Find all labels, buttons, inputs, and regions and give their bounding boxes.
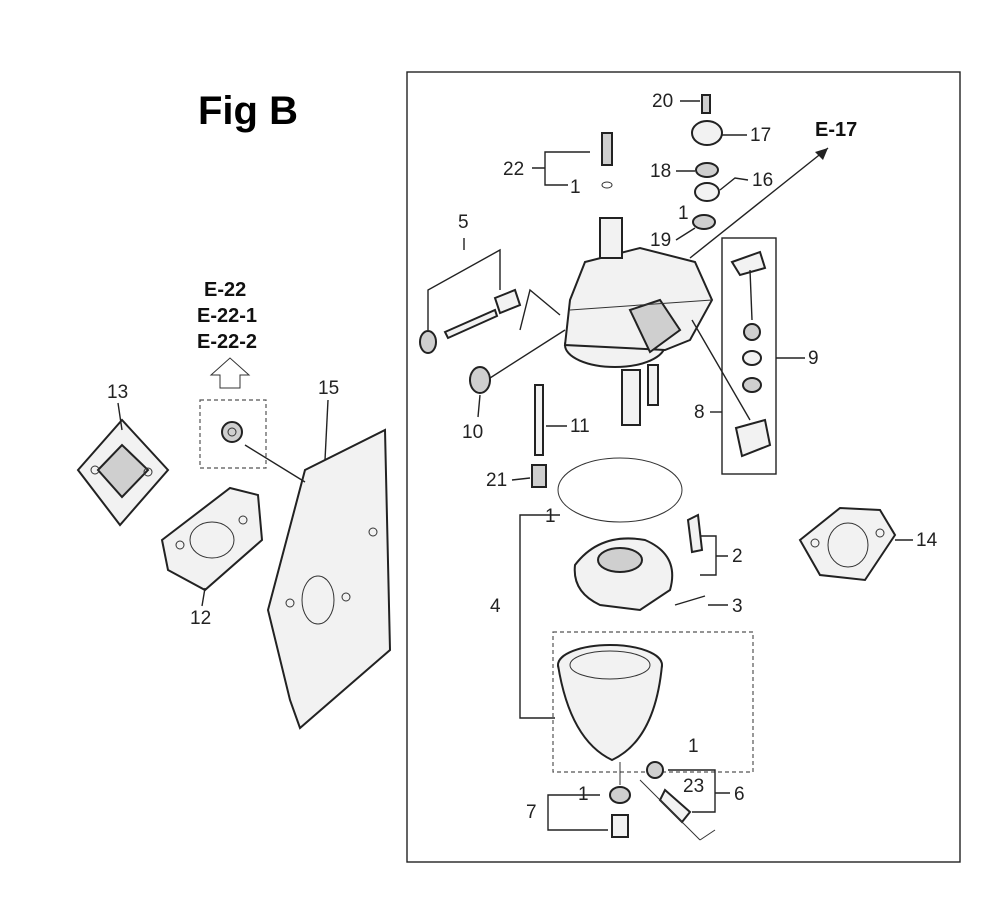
callout-16: 16 <box>752 170 773 191</box>
part-5-needle <box>419 288 522 354</box>
callout-18: 18 <box>650 161 671 182</box>
part-13-gasket <box>76 418 170 527</box>
callout-1d: 1 <box>688 736 699 757</box>
arrow-icon <box>815 148 828 160</box>
callout-11: 11 <box>570 416 590 437</box>
callout-20: 20 <box>652 91 673 112</box>
part-12-insulator <box>160 486 264 592</box>
callout-2: 2 <box>732 546 743 567</box>
part-21-spring <box>531 464 547 488</box>
callout-15: 15 <box>318 378 339 399</box>
figure-title: Fig B <box>198 89 298 133</box>
part-11-tube <box>534 384 544 456</box>
callout-22: 22 <box>503 159 524 180</box>
part-20-screw <box>701 94 711 114</box>
callout-7: 7 <box>526 802 537 823</box>
part-18-washer <box>695 162 719 178</box>
part-1-oring-bowl <box>557 457 683 523</box>
part-22-screw <box>601 132 613 189</box>
callout-23: 23 <box>683 776 704 797</box>
part-15-plate <box>266 428 392 730</box>
e22-ref-box <box>199 399 267 469</box>
callout-13: 13 <box>107 382 128 403</box>
callout-6: 6 <box>734 784 745 805</box>
callout-5: 5 <box>458 212 469 233</box>
ref-e22-1: E-22-1 <box>197 305 257 327</box>
carburetor-group-frame <box>406 71 961 863</box>
arrow-up-icon <box>209 357 251 389</box>
part-2-needle-valve <box>686 513 704 554</box>
callout-1c: 1 <box>545 506 556 527</box>
float-bowl <box>557 644 663 762</box>
part-23-bolt <box>646 761 692 824</box>
part-3-pin <box>674 595 706 606</box>
ref-e22-2: E-22-2 <box>197 331 257 353</box>
callout-1b: 1 <box>570 177 581 198</box>
bowl-group-frame <box>552 631 754 773</box>
screw-small-icon <box>221 421 243 443</box>
part-19-oring <box>692 214 716 230</box>
e17-arrow-line <box>689 147 829 259</box>
group-9-frame <box>721 237 777 475</box>
callout-4: 4 <box>490 596 501 617</box>
part-10-screw <box>469 329 566 394</box>
ref-e22: E-22 <box>204 279 246 301</box>
part-9-set <box>730 250 772 458</box>
callout-17: 17 <box>750 125 771 146</box>
part-14-gasket <box>798 506 897 582</box>
callout-21: 21 <box>486 470 507 491</box>
callout-8: 8 <box>694 402 705 423</box>
part-16-spring <box>694 182 720 202</box>
carburetor-body <box>563 217 714 426</box>
part-4-float <box>573 537 674 612</box>
callout-9: 9 <box>808 348 819 369</box>
callout-1a: 1 <box>678 203 689 224</box>
callout-14: 14 <box>916 530 938 551</box>
part-17-cap <box>691 120 723 146</box>
ref-e17: E-17 <box>815 119 857 141</box>
part-7-drain-screw <box>609 786 631 838</box>
callout-12: 12 <box>190 608 211 629</box>
callout-3: 3 <box>732 596 743 617</box>
callout-10: 10 <box>462 422 483 443</box>
callout-19: 19 <box>650 230 671 251</box>
